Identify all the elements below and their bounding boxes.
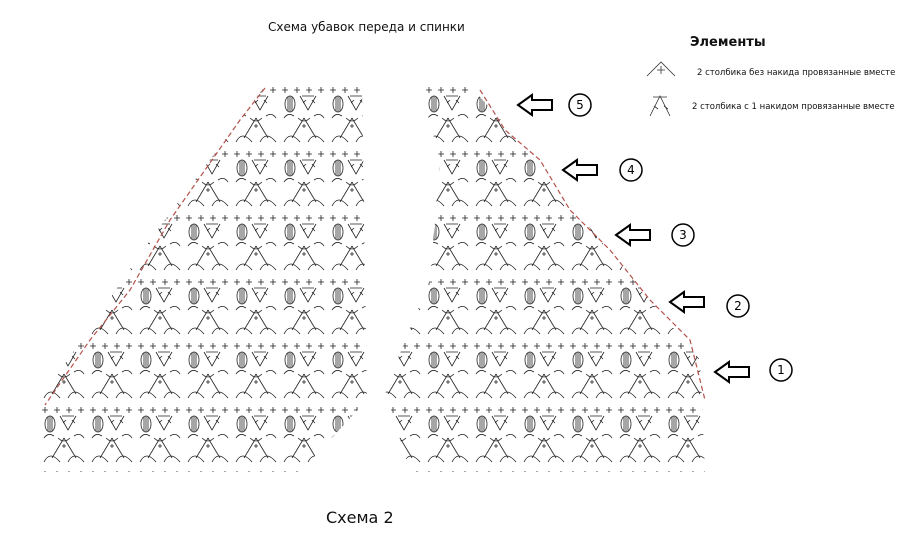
diagram-title: Схема убавок переда и спинки (268, 20, 465, 34)
legend-icons (646, 61, 676, 117)
marker-3: 3 (614, 223, 695, 247)
svg-text:5: 5 (576, 98, 584, 112)
legend-item-label: 2 столбика без накида провязанные вместе (697, 68, 896, 78)
svg-text:4: 4 (627, 163, 635, 177)
decrease-markers: 5 4 3 2 1 (516, 93, 793, 384)
marker-4: 4 (561, 158, 643, 182)
diagram-caption: Схема 2 (326, 508, 394, 527)
svg-text:3: 3 (679, 228, 687, 242)
legend-item-label: 2 столбика с 1 накидом провязанные вмест… (692, 102, 895, 112)
svg-text:2: 2 (734, 299, 742, 313)
right-piece-chart (385, 86, 706, 472)
marker-1: 1 (713, 358, 793, 384)
marker-2: 2 (668, 290, 750, 318)
marker-5: 5 (516, 93, 592, 117)
svg-text:1: 1 (777, 363, 785, 377)
legend-heading: Элементы (690, 35, 766, 50)
